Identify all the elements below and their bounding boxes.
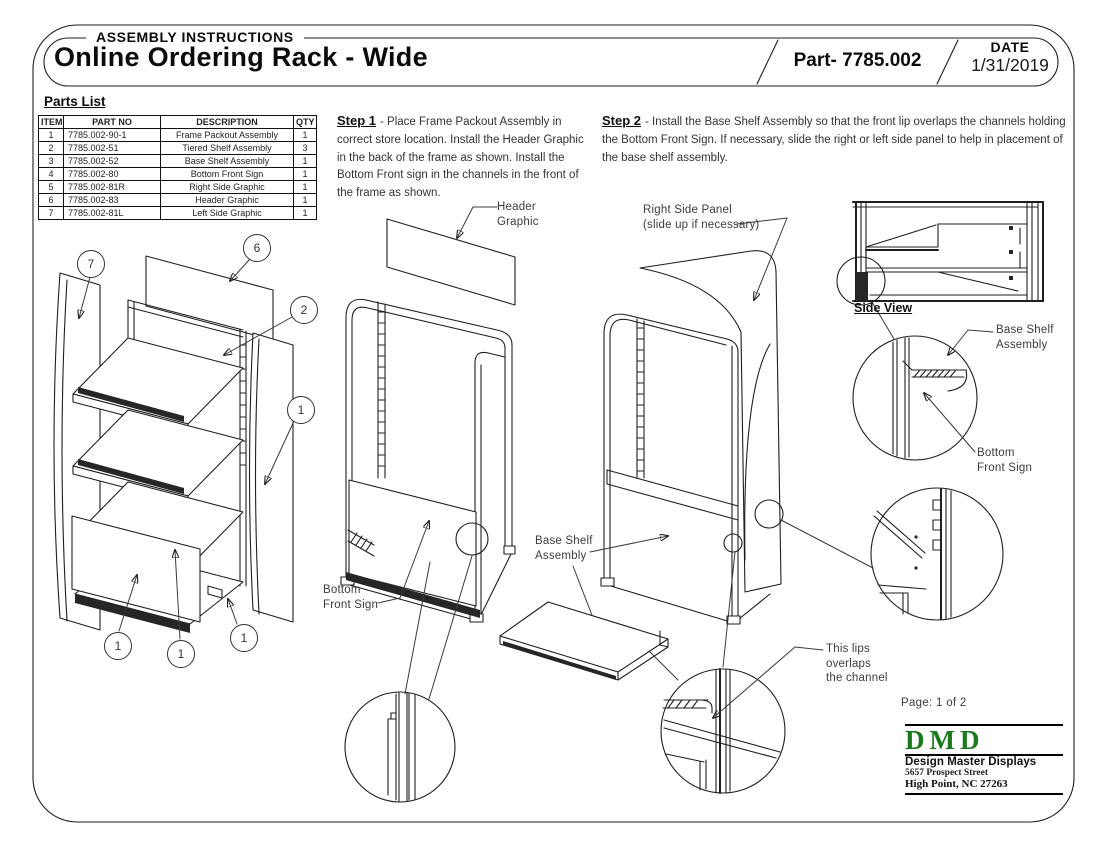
label-bottom-front-sign-right: Bottom Front Sign [977, 447, 1033, 474]
callout-6: 6 [243, 234, 271, 262]
logo-rule-top [905, 724, 1063, 726]
step-2-instructions: Step 2- Install the Base Shelf Assembly … [602, 111, 1069, 167]
step2-drawing [499, 217, 874, 681]
callout-1-right-panel: 1 [287, 396, 315, 424]
label-bottom-front-sign-mid: Bottom Front Sign [323, 584, 379, 611]
page-border [32, 24, 1075, 823]
page-title: Online Ordering Rack - Wide [54, 42, 428, 72]
company-name: Design Master Displays [905, 756, 1037, 768]
company-logo-block: DMD Design Master Displays 5657 Prospect… [905, 724, 1063, 795]
document-kicker: ASSEMBLY INSTRUCTIONS [86, 29, 304, 45]
callout-1-bottom-right: 1 [230, 624, 258, 652]
label-base-shelf-assembly-mid: Base Shelf Assembly [535, 535, 593, 562]
date-value: 1/31/2019 [971, 55, 1049, 75]
col-part-no: PART NO [63, 115, 161, 129]
label-base-shelf-assembly-right: Base Shelf Assembly [996, 324, 1054, 351]
date-label: DATE [990, 39, 1030, 55]
col-qty: QTY [293, 115, 317, 129]
detail-channel-drawing [870, 487, 1004, 621]
table-header-row: ITEM PART NO DESCRIPTION QTY [38, 115, 317, 129]
col-description: DESCRIPTION [160, 115, 294, 129]
side-view-drawing [836, 201, 1044, 340]
label-right-side-panel: Right Side Panel (slide up if necessary) [643, 204, 760, 231]
exploded-view-drawing [53, 255, 295, 640]
step-1-instructions: Step 1- Place Frame Packout Assembly in … [337, 111, 594, 203]
logo-rule-bottom [905, 793, 1063, 795]
label-side-view: Side View [854, 301, 913, 315]
callout-2: 2 [290, 296, 318, 324]
company-address-street: 5657 Prospect Street [905, 768, 989, 778]
detail-corner-drawing [852, 329, 994, 461]
step-1-label: Step 1 [337, 113, 377, 128]
callout-1-bottom-mid: 1 [167, 640, 195, 668]
dmd-logo: DMD [905, 725, 985, 755]
label-lips-note: This lips overlaps the channel [826, 643, 888, 684]
callout-7: 7 [77, 250, 105, 278]
step-2-label: Step 2 [602, 113, 642, 128]
page-number: Page: 1 of 2 [901, 697, 967, 709]
col-item: ITEM [38, 115, 64, 129]
callout-1-bottom-left: 1 [104, 632, 132, 660]
step1-drawing [340, 206, 516, 803]
detail-lip-drawing [660, 646, 824, 794]
logo-rule-mid [905, 754, 1063, 756]
step-1-text: - Place Frame Packout Assembly in correc… [337, 116, 584, 200]
step-2-text: - Install the Base Shelf Assembly so tha… [602, 116, 1066, 164]
part-number: Part- 7785.002 [793, 50, 922, 71]
company-address-city: High Point, NC 27263 [905, 778, 1008, 790]
label-header-graphic: Header Graphic [497, 201, 539, 228]
parts-list-title: Parts List [44, 94, 106, 109]
